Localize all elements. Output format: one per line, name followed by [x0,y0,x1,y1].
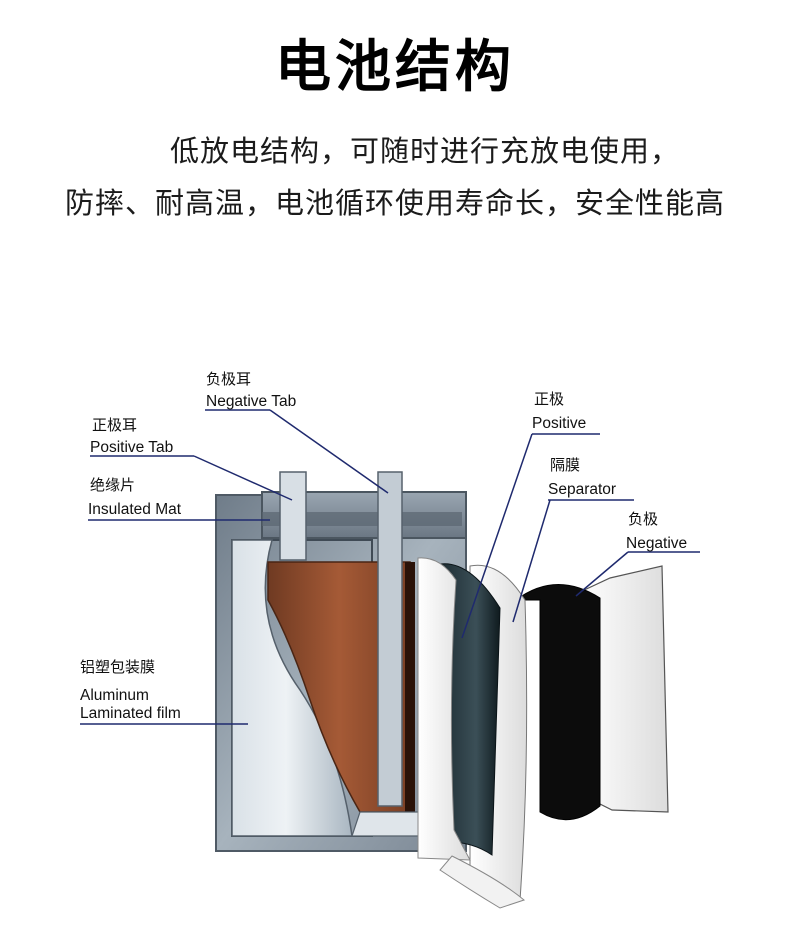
layer-separator-black [514,584,601,821]
label-insulated-mat-en: Insulated Mat [88,501,182,518]
leader-positive [461,433,533,639]
leader-positive-tab [193,455,293,501]
electrode-copper-sheet [267,561,411,813]
label-insulated-mat-cn: 绝缘片 [90,476,135,494]
label-positive-cn: 正极 [534,390,564,408]
leader-negative-tab [269,409,389,494]
label-positive-tab-cn: 正极耳 [92,416,137,434]
leader-negative [575,551,629,597]
label-aluminum-film-en-2: Laminated film [80,705,181,722]
label-separator-cn: 隔膜 [550,456,580,474]
label-negative-tab-en: Negative Tab [206,393,296,410]
label-positive-en: Positive [532,415,586,432]
subtitle-line-1: 低放电结构，可随时进行充放电使用， [169,134,680,168]
label-positive-tab-en: Positive Tab [90,439,173,456]
leader-lines [80,409,700,725]
layer-white-front [417,557,526,909]
page-title: 电池结构 [275,34,515,100]
label-aluminum-film-en-1: Aluminum [80,687,149,704]
leader-separator [512,499,551,623]
label-aluminum-film-cn: 铝塑包装膜 [80,658,155,676]
positive-tab [279,471,307,561]
negative-tab [377,471,403,807]
subtitle-line-2: 防摔、耐高温，电池循环使用寿命长，安全性能高 [64,186,725,220]
label-negative-tab-cn: 负极耳 [206,370,251,388]
label-separator-en: Separator [548,481,616,498]
insulated-mat [262,512,462,526]
label-negative-cn: 负极 [628,510,658,528]
label-negative-en: Negative [626,535,687,552]
electrode-edge [405,562,415,812]
